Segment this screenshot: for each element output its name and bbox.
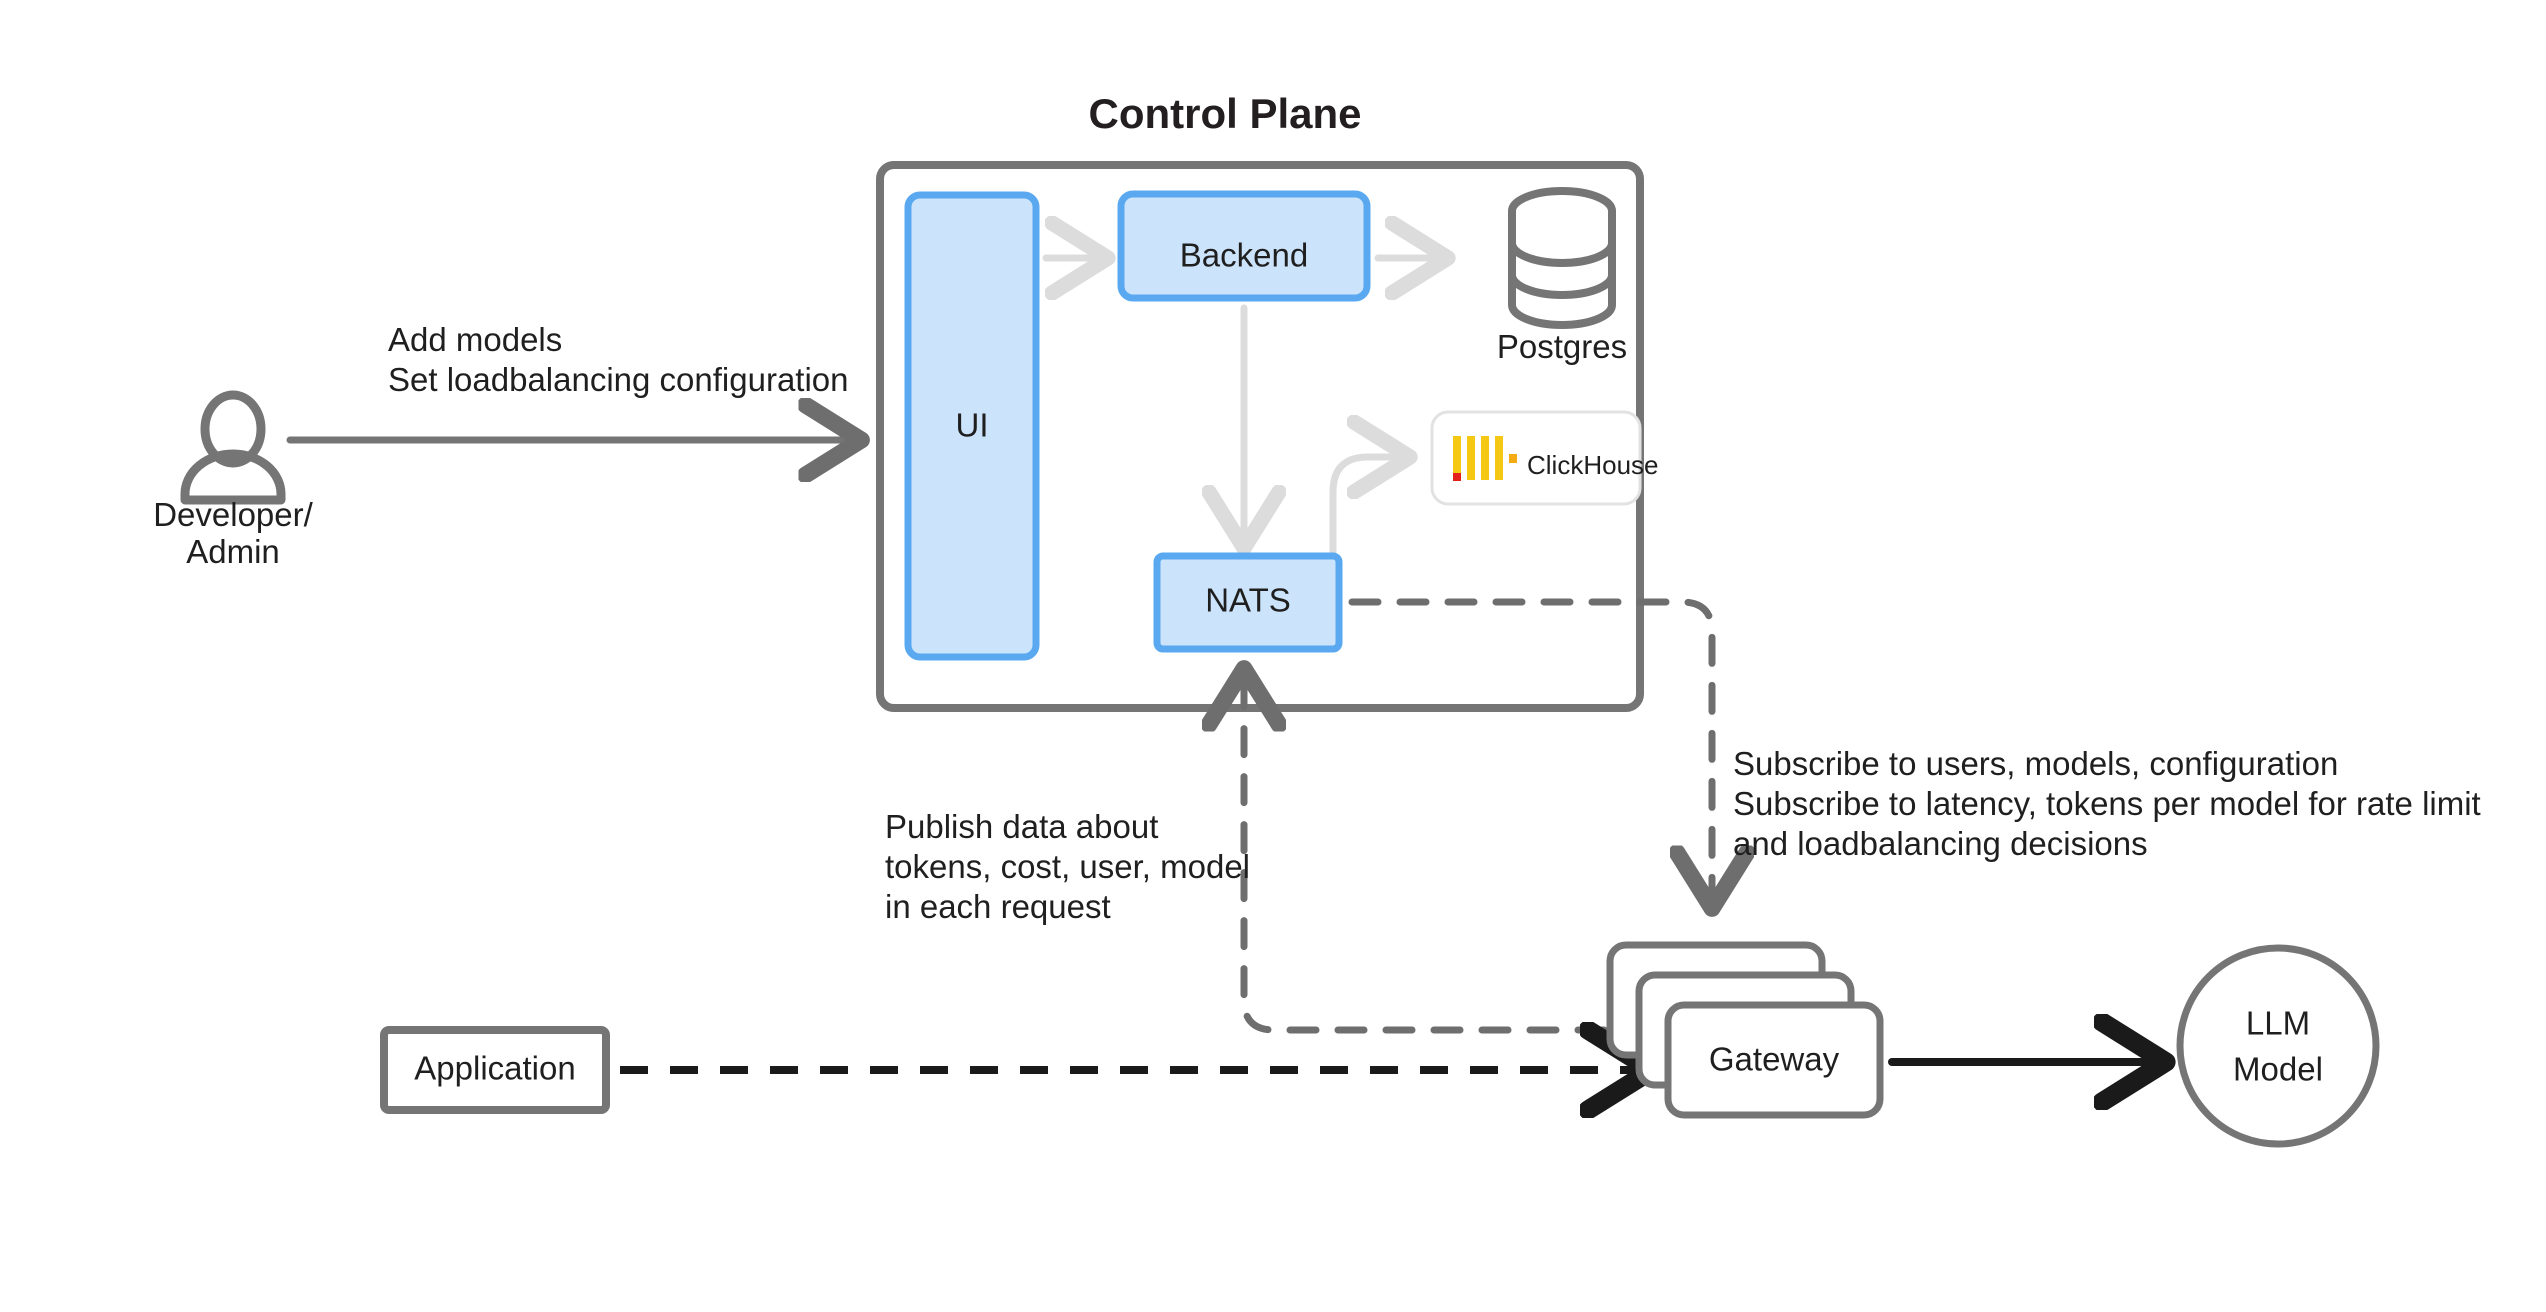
edge-label-subscribe-line3: and loadbalancing decisions [1733, 825, 2148, 862]
node-ui-label: UI [956, 407, 989, 444]
node-llm-model-label-line1: LLM [2246, 1005, 2310, 1042]
node-nats[interactable] [1153, 552, 1343, 653]
actor-label-line2: Admin [186, 533, 280, 570]
edge-label-subscribe-line1: Subscribe to users, models, configuratio… [1733, 745, 2338, 782]
node-application[interactable] [380, 1026, 610, 1114]
page-title: Control Plane [1088, 90, 1361, 137]
node-application-label: Application [414, 1050, 575, 1087]
clickhouse-logo-icon [1453, 436, 1517, 481]
node-gateway-label: Gateway [1709, 1041, 1840, 1078]
node-backend-label: Backend [1180, 237, 1308, 274]
edge-label-subscribe-line2: Subscribe to latency, tokens per model f… [1733, 785, 2481, 822]
node-clickhouse[interactable] [1430, 410, 1642, 506]
edge-label-publish-line3: in each request [885, 888, 1111, 925]
edge-label-admin-line2: Set loadbalancing configuration [388, 361, 849, 398]
node-nats-label: NATS [1205, 582, 1291, 619]
actor-label-line1: Developer/ [153, 496, 313, 533]
edge-label-publish-line2: tokens, cost, user, model [885, 848, 1250, 885]
node-llm-model[interactable] [2176, 944, 2380, 1148]
node-gateway[interactable] [1664, 1001, 1884, 1119]
edge-nats-to-gateway-subscribe [1348, 598, 1712, 905]
edge-label-publish-line1: Publish data about [885, 808, 1158, 845]
database-cylinder-icon [1508, 187, 1616, 329]
edge-label-admin-line1: Add models [388, 321, 562, 358]
node-clickhouse-label: ClickHouse [1527, 450, 1659, 480]
node-llm-model-label-line2: Model [2233, 1051, 2323, 1088]
edge-gateway-to-nats-publish [1244, 672, 1704, 1034]
node-ui[interactable] [904, 191, 1040, 661]
node-postgres-label: Postgres [1497, 328, 1627, 365]
node-backend[interactable] [1117, 190, 1371, 302]
person-icon [180, 390, 286, 505]
edge-nats-to-clickhouse [1329, 457, 1410, 624]
